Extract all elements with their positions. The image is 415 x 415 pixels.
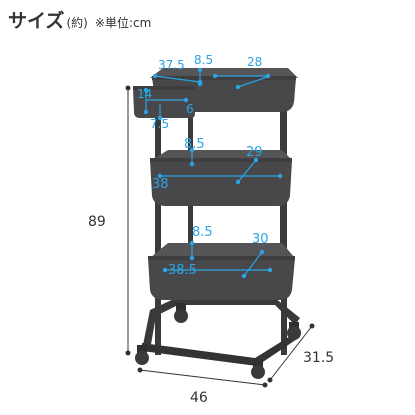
frame-post-left-front (155, 75, 161, 355)
side-cup-height-label: 6 (186, 102, 194, 116)
unit-note: ※単位:cm (94, 16, 152, 30)
caster-front-left (135, 345, 149, 365)
top-basket-width-label: 37.5 (158, 58, 185, 72)
bottom-basket (148, 243, 295, 300)
side-cup-width-label: 14 (137, 87, 152, 101)
blue-dimension-lines (143, 67, 283, 279)
caster-front-right (251, 360, 265, 379)
top-basket-height-label: 8.5 (194, 53, 213, 67)
bottom-basket-width-label: 38.5 (168, 263, 197, 278)
title-main: サイズ (8, 10, 65, 32)
title-paren: (約) (66, 16, 88, 30)
caster-back-left (174, 303, 188, 323)
side-cup (133, 86, 195, 118)
overall-dimension-lines (125, 85, 315, 388)
middle-basket-depth-label: 29 (246, 145, 263, 160)
middle-basket (150, 150, 292, 206)
side-cup-depth-label: 7.5 (150, 117, 169, 131)
top-basket-depth-label: 28 (247, 55, 262, 69)
middle-basket-width-label: 38 (152, 177, 169, 192)
overall-height-label: 89 (88, 214, 106, 230)
caster-back-right (287, 322, 301, 340)
overall-depth-label: 31.5 (303, 350, 334, 366)
page-title: サイズ(約) ※単位:cm (8, 6, 151, 33)
bottom-basket-depth-label: 30 (252, 232, 269, 247)
overall-width-label: 46 (190, 390, 208, 406)
middle-basket-height-label: 8.5 (184, 137, 205, 152)
bottom-basket-height-label: 8.5 (192, 225, 213, 240)
cart-base (135, 298, 301, 379)
